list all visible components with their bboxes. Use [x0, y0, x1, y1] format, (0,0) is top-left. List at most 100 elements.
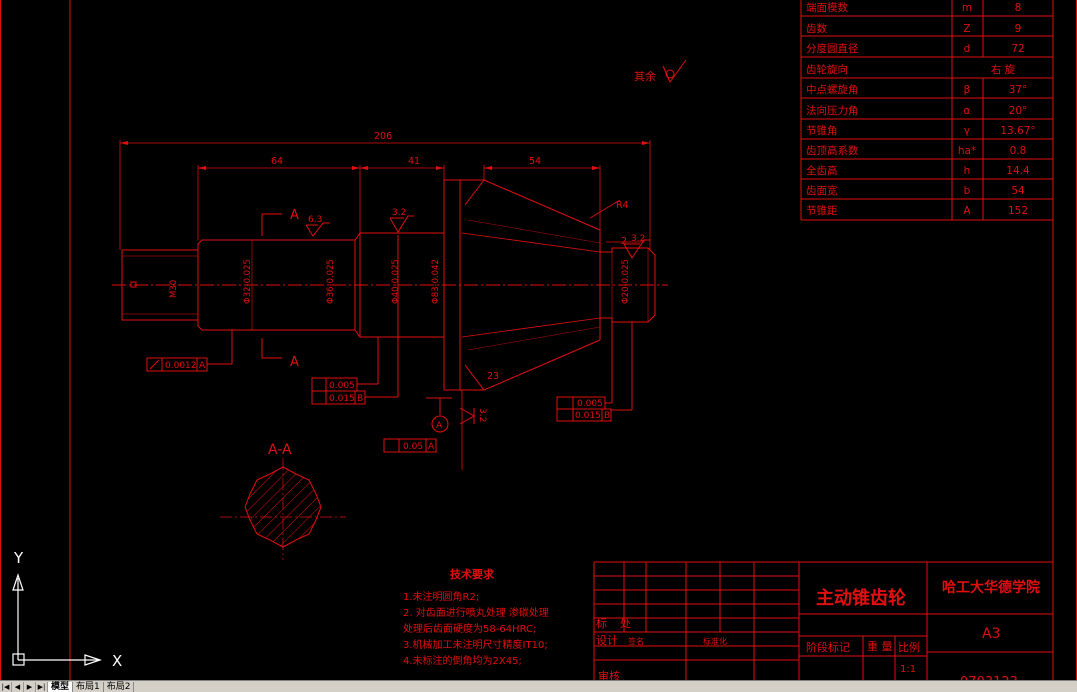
tolerance-value-1: 0.0012: [165, 361, 197, 371]
param-name: 节锥角: [806, 125, 838, 137]
tab-layout1[interactable]: 布局1: [73, 681, 104, 692]
param-symbol: β: [964, 84, 971, 96]
general-roughness-symbol: 其余: [634, 59, 687, 83]
param-name: 全齿高: [806, 164, 838, 177]
last-tab-button[interactable]: ▶|: [36, 681, 48, 692]
tech-line: 3.机械加工未注明尺寸精度IT10;: [403, 638, 548, 651]
dim-r4: R4: [616, 200, 629, 211]
diameter-texts: M30 Φ32-0.025 Φ36-0.025 Φ40-0.025 Φ83-0.…: [169, 259, 631, 304]
dim-23: 23: [487, 371, 499, 382]
section-a-a-view: A-A: [220, 442, 346, 560]
param-symbol: Z: [963, 23, 970, 35]
first-tab-button[interactable]: |◀: [0, 681, 12, 692]
design-label: 设计: [596, 634, 618, 647]
ucs-y-label: Y: [13, 549, 24, 567]
tolerance-datum-3: B: [357, 394, 363, 404]
param-name: 端面模数: [806, 1, 848, 14]
param-value: 37°: [1009, 84, 1028, 96]
review-label: 审核: [598, 669, 620, 683]
roughness-6-3: 6.3: [308, 215, 322, 225]
param-value: 0.8: [1010, 145, 1027, 157]
dim-54: 54: [529, 156, 541, 167]
param-value: 152: [1008, 205, 1028, 217]
dim-phi20: Φ20-0.025: [621, 259, 631, 304]
tolerance-datum-5: B: [604, 411, 610, 421]
tech-line: 1.未注明圆角R2;: [403, 590, 479, 603]
param-value: 72: [1011, 43, 1024, 55]
tab-model[interactable]: 模型: [48, 681, 74, 692]
scale-value: 1:1: [900, 664, 916, 675]
param-value: 13.67°: [1000, 125, 1035, 137]
param-name: 齿数: [806, 22, 827, 35]
technical-requirements: 技术要求 1.未注明圆角R2; 2. 对齿面进行喷丸处理 渗碳处理 处理后齿面硬…: [403, 567, 549, 667]
roughness-3-2-c: 3.2: [477, 408, 487, 422]
param-name: 分度圆直径: [806, 42, 859, 55]
param-symbol: α: [964, 105, 971, 117]
dim-phi40: Φ40-0.025: [391, 259, 401, 304]
dim-m30: M30: [169, 280, 179, 298]
dim-64: 64: [271, 156, 283, 167]
param-symbol: m: [962, 2, 972, 14]
tolerance-datum-6: A: [428, 442, 435, 452]
stage-label: 阶段标记: [806, 640, 850, 654]
roughness-3-2-a: 3.2: [392, 208, 406, 218]
param-value: 9: [1015, 23, 1022, 35]
biao-label: 标: [596, 616, 607, 630]
param-value: 54: [1011, 185, 1025, 197]
param-name: 齿顶高系数: [806, 144, 859, 157]
dimension-arrows: [120, 141, 650, 170]
school-name: 哈工大华德学院: [942, 579, 1040, 596]
param-name: 节锥距: [806, 205, 838, 217]
param-symbol: γ: [964, 125, 970, 137]
prev-tab-button[interactable]: ◀: [12, 681, 24, 692]
rest-label: 其余: [634, 69, 656, 83]
dim-41: 41: [408, 156, 420, 167]
dimension-texts: 206 64 41 54 R4 2 23: [271, 131, 629, 382]
tolerance-datum-1: A: [199, 361, 206, 371]
tech-line: 4.未标注的倒角均为2X45;: [403, 654, 522, 667]
tech-line: 2. 对齿面进行喷丸处理 渗碳处理: [403, 606, 549, 619]
param-value: 20°: [1009, 105, 1028, 117]
tech-title: 技术要求: [450, 567, 495, 581]
ucs-icon: [12, 573, 102, 666]
param-name: 齿轮旋向: [806, 63, 848, 76]
datum-a: [426, 390, 463, 470]
scale-label: 比例: [898, 640, 920, 654]
dim-total-length: 206: [374, 131, 392, 142]
param-symbol: h: [964, 165, 971, 177]
param-name: 齿面宽: [806, 184, 838, 197]
sheet-size: A3: [982, 626, 1000, 642]
tolerance-value-3: 0.015: [329, 394, 355, 404]
dim-phi83: Φ83-0.042: [431, 259, 441, 304]
tech-line: 处理后齿面硬度为58-64HRC;: [403, 622, 536, 635]
weight-label: 重 量: [867, 639, 893, 653]
tolerance-frames: [146, 235, 633, 453]
title-block: 主动锥齿轮 哈工大华德学院 A3 阶段标记 重 量 比例 1:1 标 处 设计 …: [593, 561, 1053, 690]
param-symbol: ha*: [958, 145, 976, 157]
param-value: 右 旋: [991, 63, 1016, 76]
tolerance-value-2: 0.005: [329, 381, 355, 391]
tolerance-value-4: 0.005: [577, 399, 603, 409]
gear-parameter-table: 端面模数 齿数 分度圆直径 齿轮旋向 中点螺旋角 法向压力角 节锥角 齿顶高系数…: [800, 0, 1054, 221]
dim-phi32: Φ32-0.025: [243, 259, 253, 304]
layout-tab-bar: |◀ ◀ ▶ ▶| 模型 布局1 布局2: [0, 680, 1077, 692]
section-a-a-title: A-A: [268, 442, 292, 458]
next-tab-button[interactable]: ▶: [24, 681, 36, 692]
param-name: 中点螺旋角: [806, 83, 859, 96]
section-marks: [261, 213, 282, 359]
section-mark-a-bottom: A: [290, 355, 299, 370]
tab-layout2[interactable]: 布局2: [104, 681, 135, 692]
chu-label: 处: [620, 617, 631, 630]
datum-a-label: A: [436, 421, 443, 431]
ucs-x-label: X: [112, 652, 122, 670]
section-mark-a-top: A: [290, 208, 299, 223]
tolerance-value-6: 0.05: [403, 442, 423, 452]
std-label: 标准化: [703, 636, 727, 646]
tolerance-value-5: 0.015: [575, 411, 601, 421]
param-symbol: A: [963, 205, 971, 217]
dim-phi36: Φ36-0.025: [326, 259, 336, 304]
roughness-3-2-b: 3.2: [631, 234, 645, 244]
dim-2: 2: [621, 236, 627, 247]
